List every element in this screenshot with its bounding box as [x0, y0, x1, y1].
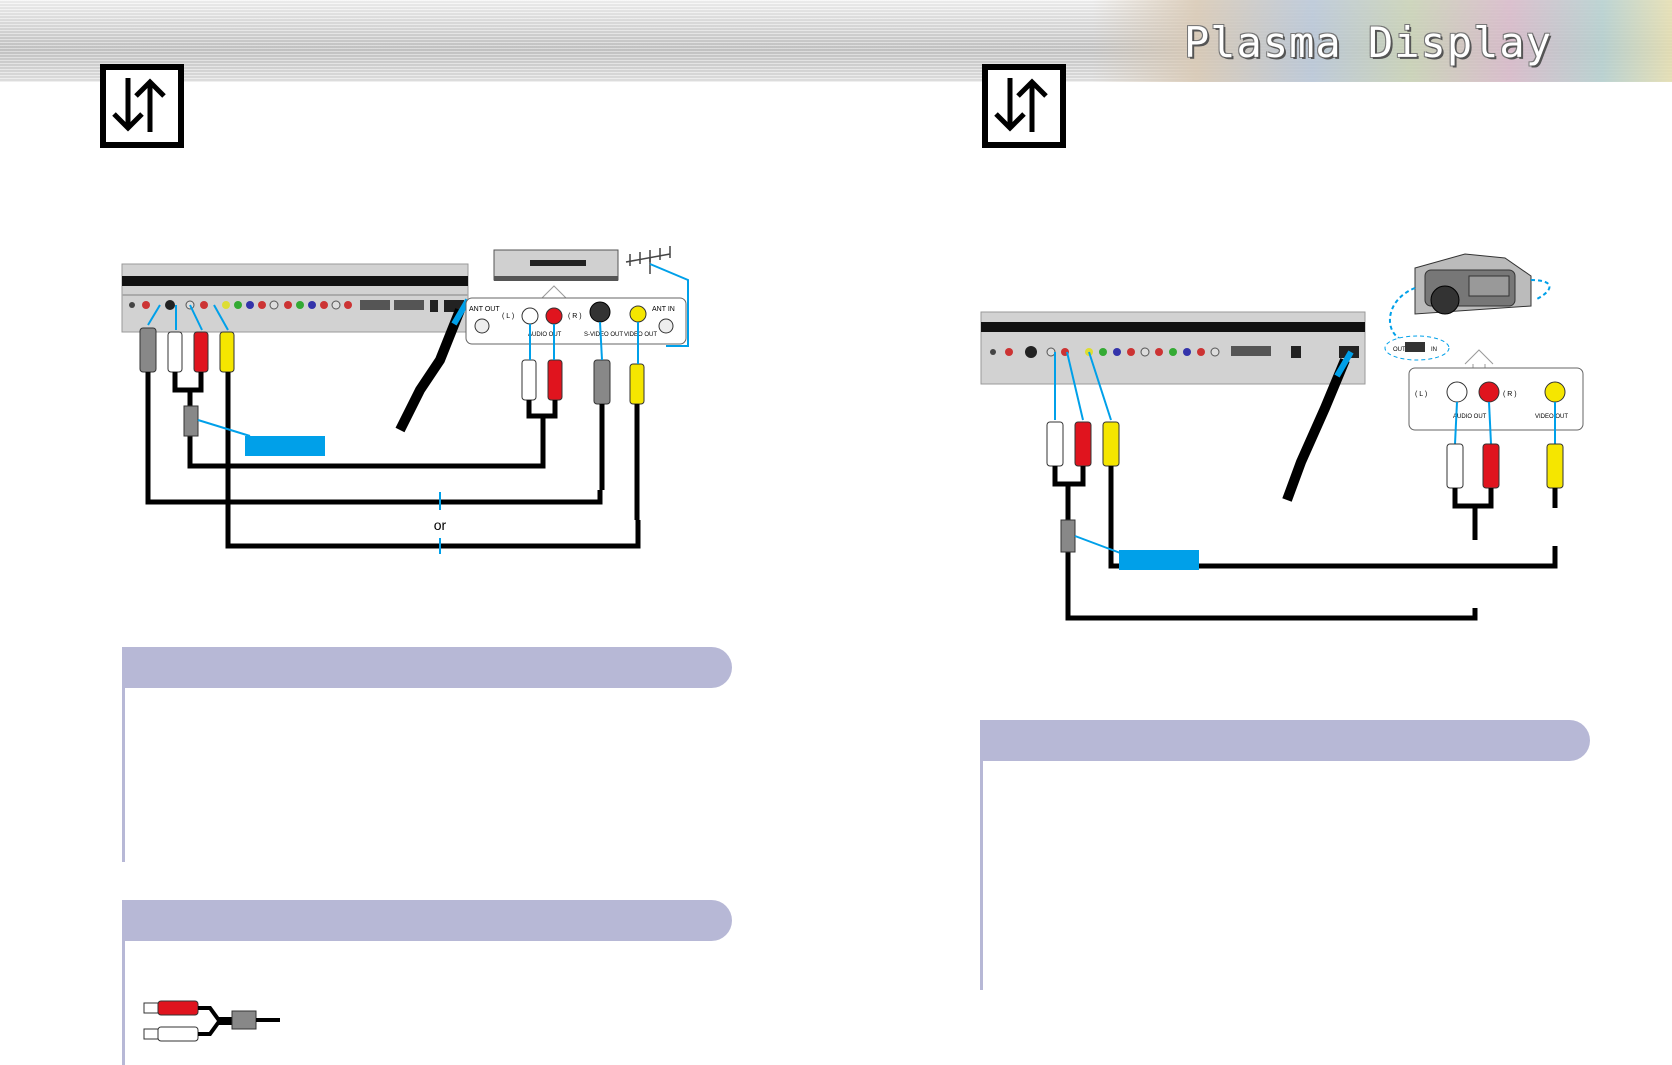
cable-plugs-vcr — [521, 359, 645, 405]
svg-text:AUDIO OUT: AUDIO OUT — [1453, 414, 1487, 420]
section-rule — [122, 647, 125, 862]
section-header-bar — [122, 900, 732, 941]
tv-rear-panel — [121, 263, 469, 333]
svg-text:( L ): ( L ) — [502, 313, 514, 320]
page-header-title: Plasma Display — [1183, 18, 1552, 67]
svg-text:VIDEO OUT: VIDEO OUT — [1535, 414, 1568, 420]
vcr-device — [493, 249, 619, 281]
svg-text:AUDIO OUT: AUDIO OUT — [528, 332, 562, 338]
svg-text:ANT OUT: ANT OUT — [469, 306, 500, 313]
svg-text:ANT IN: ANT IN — [652, 306, 675, 313]
camcorder-switch: OUT IN — [1384, 335, 1450, 361]
ferrite-core-callout — [1119, 550, 1199, 570]
circuit-artwork — [1092, 0, 1672, 82]
svg-text:OUT: OUT — [1393, 347, 1406, 353]
svg-text:S-VIDEO OUT: S-VIDEO OUT — [584, 332, 623, 338]
connection-arrows-icon — [982, 64, 1066, 148]
vcr-connection-diagram: or ANT OUT ( L ) ( R ) AUDIO OUT S-VIDEO… — [121, 246, 689, 554]
svg-text:IN: IN — [1431, 347, 1437, 353]
or-label: or — [434, 517, 447, 533]
section-rule — [980, 720, 983, 990]
svg-text:( R ): ( R ) — [568, 313, 582, 320]
cable-plugs-camcorder — [1446, 443, 1564, 489]
section-header-bar — [980, 720, 1590, 761]
tv-rear-panel — [980, 311, 1366, 385]
svg-text:VIDEO OUT: VIDEO OUT — [624, 332, 657, 338]
section-header-bar — [122, 647, 732, 688]
svg-text:( L ): ( L ) — [1415, 391, 1427, 398]
ferrite-core — [183, 405, 199, 437]
section-rule — [122, 900, 125, 1065]
vcr-output-panel: ANT OUT ( L ) ( R ) AUDIO OUT S-VIDEO OU… — [465, 297, 687, 345]
header-banner: Plasma Display — [0, 0, 1672, 82]
antenna-icon — [625, 246, 671, 274]
connection-arrows-icon — [100, 64, 184, 148]
ferrite-core-callout — [245, 436, 325, 456]
svg-text:( R ): ( R ) — [1503, 391, 1517, 398]
camcorder-output-panel: ( L ) ( R ) AUDIO OUT VIDEO OUT — [1408, 367, 1584, 431]
cable-plugs-tv — [139, 327, 235, 373]
camcorder-device — [1414, 253, 1532, 315]
cable-plugs-tv — [1046, 421, 1120, 467]
camcorder-connection-diagram: OUT IN ( L ) ( R ) AUDIO OUT VIDEO OUT — [980, 253, 1584, 621]
audio-cable-illustration — [143, 1000, 280, 1042]
ferrite-core — [1060, 519, 1076, 553]
